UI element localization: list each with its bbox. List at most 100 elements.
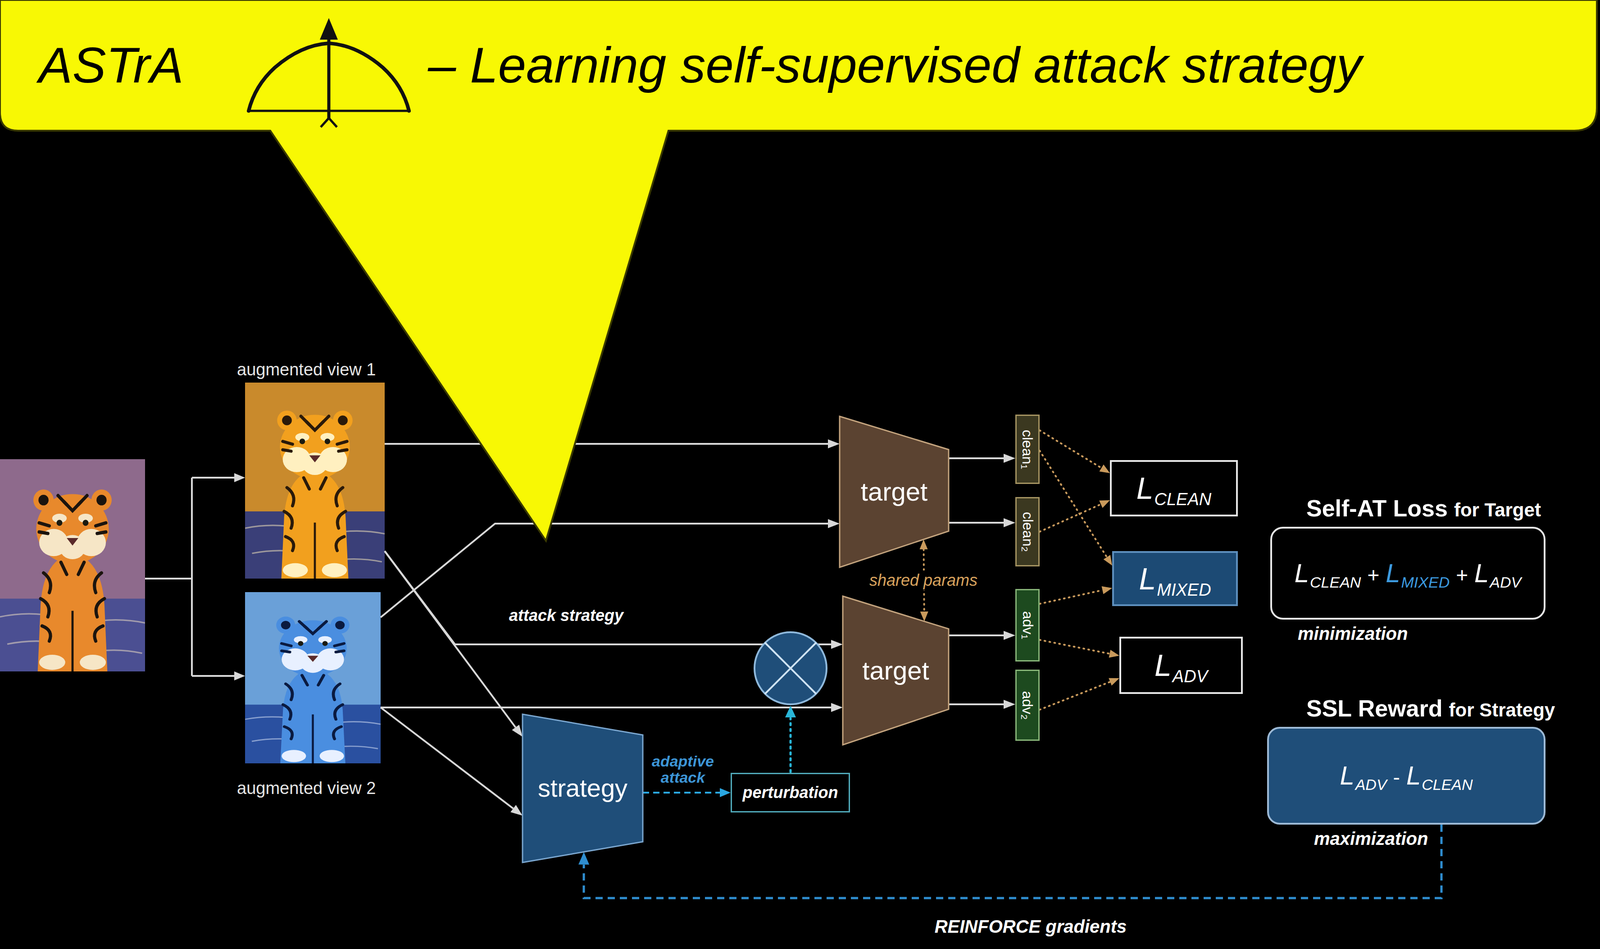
output-label: adv₂: [1019, 690, 1037, 720]
heading-text: for Strategy: [1448, 699, 1555, 721]
formula-subscript: CLEAN: [1421, 775, 1473, 794]
edge-label: shared params: [865, 570, 982, 591]
formula-symbol: L: [1138, 560, 1156, 596]
objective-panel: LCLEAN+LMIXED+LADVSelf-AT Lossfor Target…: [1270, 526, 1546, 620]
augmentation-wire: [145, 477, 236, 676]
loss-box: LMIXED: [1112, 550, 1238, 606]
process-box: perturbation: [730, 772, 850, 813]
formula-symbol: L: [1385, 558, 1400, 589]
arrow-head: [1003, 699, 1016, 709]
loss-box: LCLEAN: [1109, 459, 1238, 517]
output-label: clean₁: [1019, 429, 1037, 469]
title-text: ASTrA: [38, 37, 184, 93]
augmented-image: [245, 382, 385, 579]
formula-row: LMIXED: [1138, 560, 1211, 596]
note-text: minimization: [1297, 622, 1408, 644]
formula-symbol: L: [1294, 558, 1310, 589]
arrow-head: [578, 851, 590, 865]
arrow-head: [234, 472, 246, 482]
output-label: adv₁: [1019, 610, 1037, 639]
arrow-head: [1099, 500, 1110, 508]
formula-symbol: L: [1474, 558, 1489, 589]
arrow-head: [831, 639, 843, 649]
box-label: perturbation: [742, 782, 839, 802]
connector: [380, 707, 523, 816]
connector-line: [380, 523, 828, 618]
formula-row: LCLEAN+LMIXED+LADV: [1294, 558, 1522, 589]
connector: [948, 453, 1016, 463]
formula-operator: -: [1393, 765, 1400, 790]
output-box: adv₁: [1015, 588, 1040, 662]
panel-heading: Self-AT Loss for Target: [1306, 495, 1541, 523]
formula-subscript: ADV: [1355, 775, 1387, 794]
connector: [384, 550, 843, 649]
arrow-head: [510, 804, 523, 816]
formula-subscript: CLEAN: [1309, 573, 1361, 591]
arrow-head: [1108, 677, 1120, 686]
connector-line: [948, 634, 1004, 637]
arrow-head: [1103, 554, 1113, 566]
formula-symbol: L: [1406, 760, 1421, 791]
edge-label: attack strategy: [505, 605, 628, 626]
connector: [948, 630, 1016, 640]
encoder-trapezoid: target: [842, 595, 949, 745]
formula-symbol: L: [1136, 470, 1154, 506]
connector: [1039, 639, 1120, 658]
connector: [948, 699, 1016, 709]
connector-line: [380, 707, 514, 809]
edge-label: REINFORCE gradients: [931, 915, 1131, 937]
connector-line: [384, 442, 828, 445]
formula-symbol: L: [1154, 647, 1172, 683]
connector: [1039, 677, 1120, 710]
trapezoid-outline: [842, 595, 949, 745]
output-box: clean₁: [1015, 414, 1040, 484]
title-callout: ASTrA– Learning self-supervised attack s…: [0, 0, 1597, 541]
shape-label: target: [862, 655, 929, 686]
connector: [380, 702, 843, 712]
connector-line: [1039, 430, 1102, 469]
edge-label: adaptive attack: [648, 752, 718, 787]
heading-text: SSL Reward: [1306, 695, 1443, 723]
shape-label: strategy: [537, 773, 628, 803]
output-box: adv₂: [1015, 669, 1040, 741]
shape-label: target: [860, 476, 928, 507]
formula-operator: +: [1367, 563, 1380, 587]
image-label: augmented view 1: [236, 359, 376, 380]
connector-line: [1039, 590, 1103, 604]
formula-row: LADV-LCLEAN: [1339, 760, 1473, 791]
image-label: augmented view 2: [236, 778, 376, 799]
connector-line: [1039, 504, 1101, 532]
connector-line: [384, 550, 832, 645]
heading-text: Self-AT Loss: [1306, 495, 1448, 523]
formula-subscript: MIXED: [1156, 580, 1211, 600]
arrow-head: [785, 705, 796, 718]
arrow-head: [1003, 630, 1016, 640]
arrow-head: [234, 671, 246, 681]
formula-subscript: ADV: [1489, 573, 1522, 591]
connector-line: [1039, 450, 1107, 557]
connector-line: [1039, 681, 1111, 710]
loss-box: LADV: [1119, 636, 1243, 694]
connector-line: [583, 824, 1442, 898]
connector: [578, 824, 1442, 898]
trapezoid-outline: [522, 713, 643, 863]
strategy-trapezoid: strategy: [522, 713, 643, 863]
arrow-tip: [319, 18, 338, 40]
arrow-shaft: [327, 36, 331, 120]
connector: [642, 787, 731, 797]
arrow-head: [719, 787, 731, 797]
connector-line: [948, 521, 1004, 524]
source-image: [0, 459, 146, 672]
formula-symbol: L: [1339, 760, 1355, 791]
image-node: augmented view 1: [245, 382, 385, 579]
callout-balloon: [0, 0, 1597, 541]
arrow-head: [511, 724, 523, 737]
heading-text: for Target: [1454, 499, 1541, 521]
trapezoid-outline: [839, 416, 949, 568]
combine-cross: [764, 642, 817, 694]
encoder-trapezoid: target: [839, 416, 949, 568]
connector-line: [948, 703, 1004, 705]
arrow-head: [827, 518, 840, 528]
connector-line: [642, 791, 720, 794]
